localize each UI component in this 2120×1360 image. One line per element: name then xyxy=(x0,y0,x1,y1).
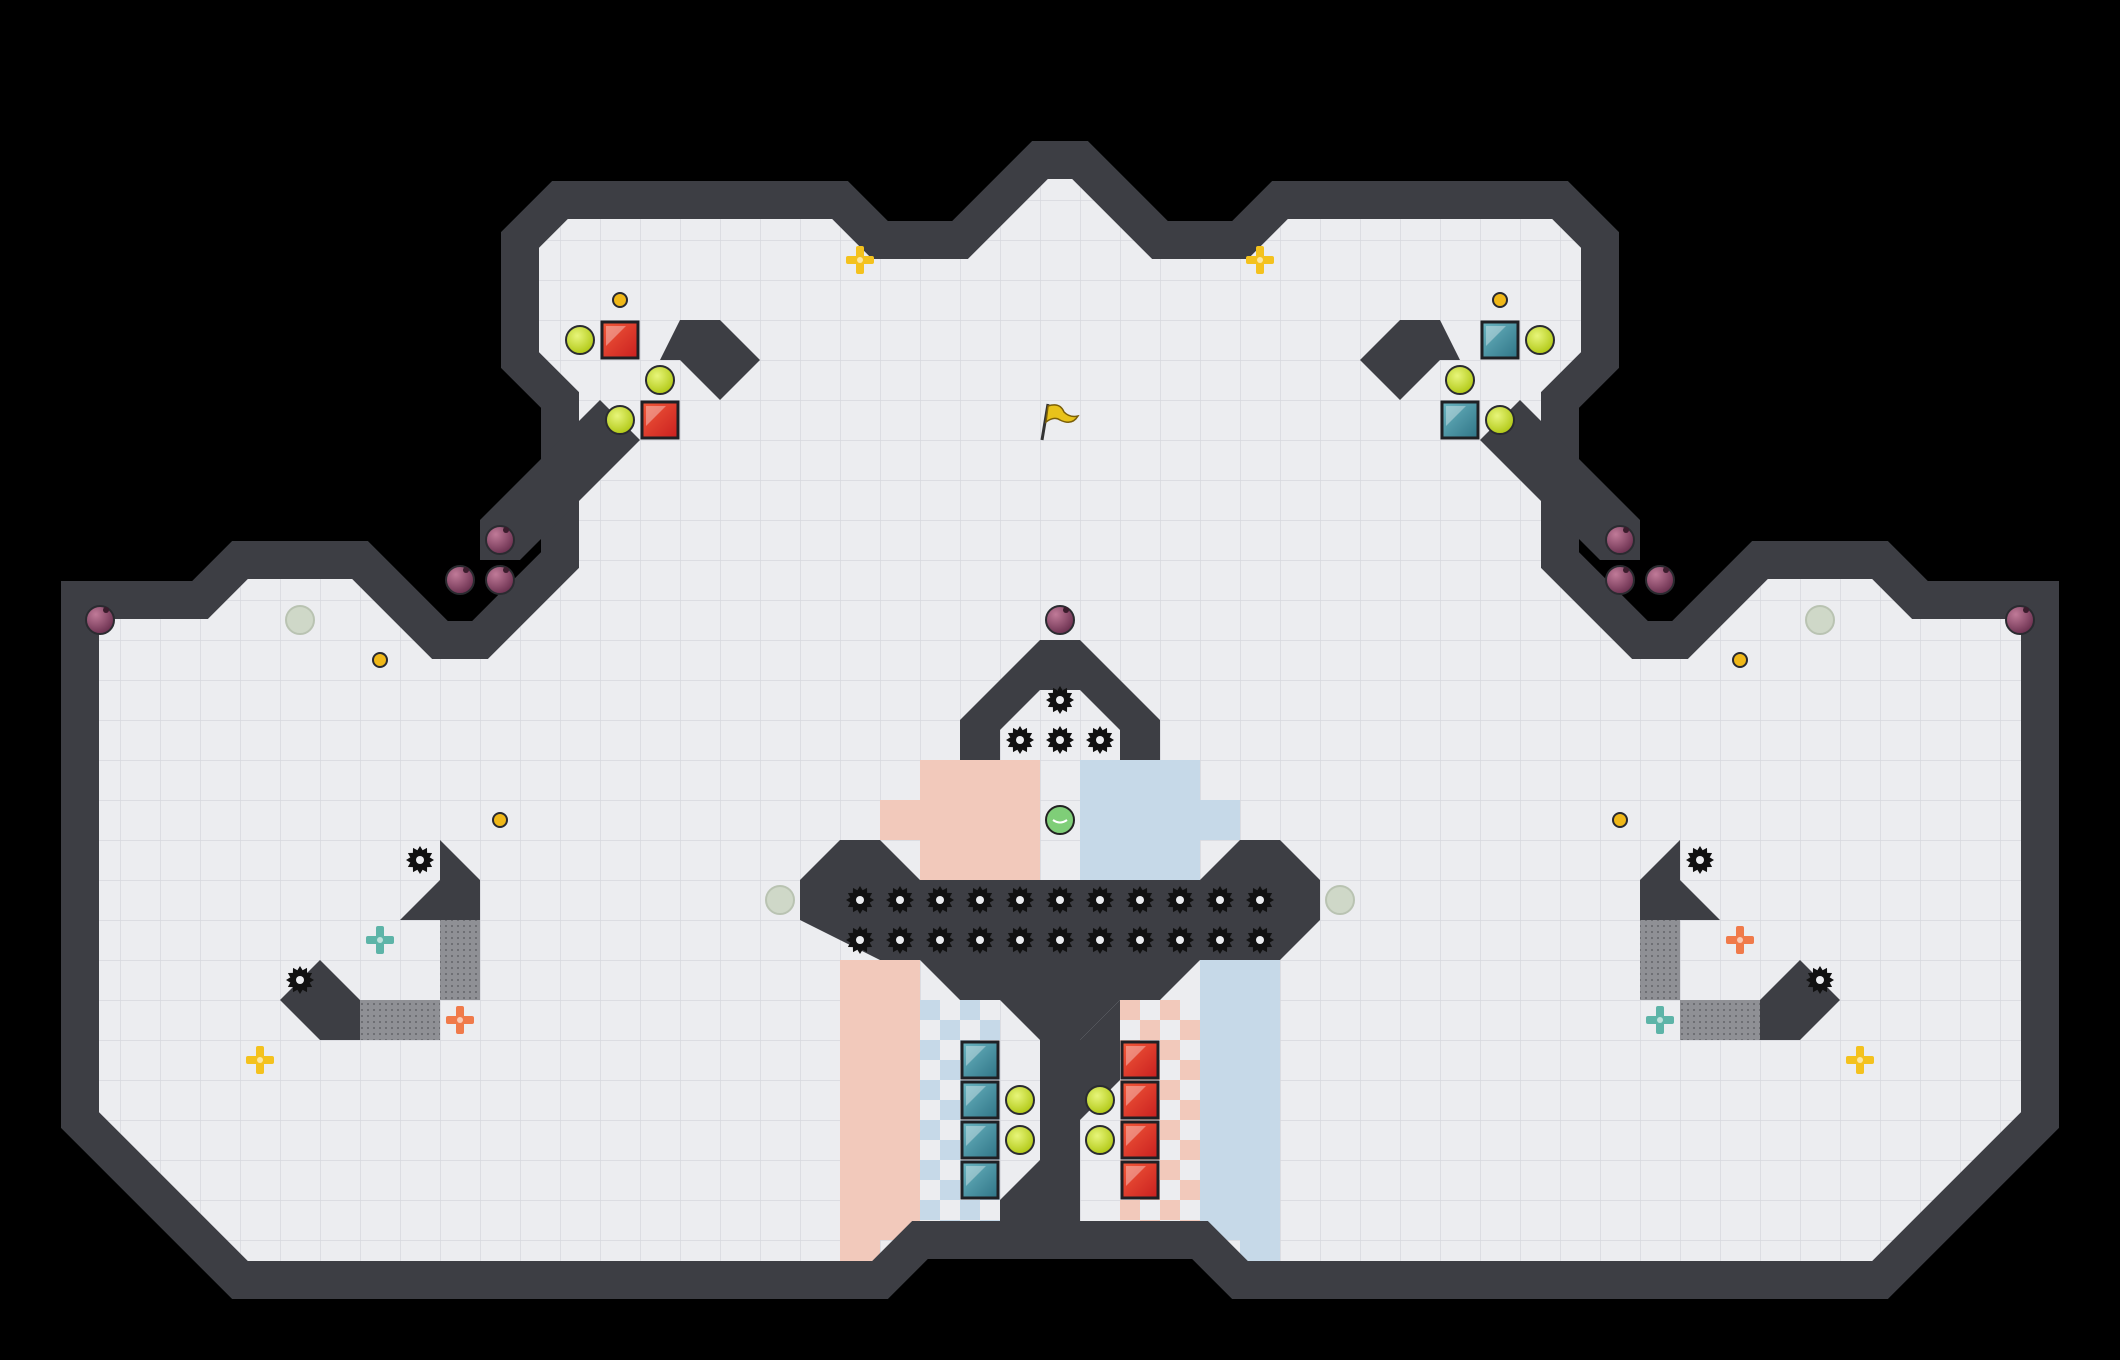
saw-icon xyxy=(1806,966,1834,994)
cross-pickup-icon xyxy=(446,1006,474,1034)
red-crate-icon xyxy=(1120,1160,1160,1200)
blue-zone xyxy=(920,760,1280,1280)
coin-icon xyxy=(1612,812,1628,828)
teal-crate-icon xyxy=(960,1120,1000,1160)
saw-icon xyxy=(1046,886,1074,914)
red-crate-icon xyxy=(640,400,680,440)
cross-pickup-icon xyxy=(1846,1046,1874,1074)
lime-orb-icon xyxy=(1485,405,1515,435)
saw-icon xyxy=(286,966,314,994)
coin-icon xyxy=(612,292,628,308)
teal-crate-icon xyxy=(960,1160,1000,1200)
teal-crate-icon xyxy=(960,1040,1000,1080)
red-crate-icon xyxy=(1120,1040,1160,1080)
saw-icon xyxy=(1206,886,1234,914)
saw-icon xyxy=(1086,926,1114,954)
plum-ball-icon xyxy=(2005,605,2035,635)
plum-ball-icon xyxy=(85,605,115,635)
plum-ball-icon xyxy=(485,525,515,555)
coin-icon xyxy=(1492,292,1508,308)
saw-icon xyxy=(1046,926,1074,954)
lime-orb-icon xyxy=(1525,325,1555,355)
lime-orb-icon xyxy=(565,325,595,355)
lime-orb-icon xyxy=(1085,1125,1115,1155)
coin-icon xyxy=(1732,652,1748,668)
plum-ball-icon xyxy=(1645,565,1675,595)
ghost-orb-icon xyxy=(765,885,795,915)
saw-icon xyxy=(1086,886,1114,914)
grate-tiles xyxy=(360,920,1760,1040)
plum-ball-icon xyxy=(485,565,515,595)
cross-pickup-icon xyxy=(1246,246,1274,274)
plum-ball-icon xyxy=(445,565,475,595)
lime-orb-icon xyxy=(645,365,675,395)
plum-ball-icon xyxy=(1605,525,1635,555)
cross-pickup-icon xyxy=(366,926,394,954)
saw-icon xyxy=(1206,926,1234,954)
green-ball-icon[interactable] xyxy=(1045,805,1075,835)
lime-orb-icon xyxy=(605,405,635,435)
ghost-orb-icon xyxy=(285,605,315,635)
ghost-orb-icon xyxy=(1325,885,1355,915)
saw-icon xyxy=(966,926,994,954)
saw-icon xyxy=(1126,886,1154,914)
saw-icon xyxy=(966,886,994,914)
cross-pickup-icon xyxy=(246,1046,274,1074)
saw-icon xyxy=(926,886,954,914)
teal-crate-icon xyxy=(960,1080,1000,1120)
lime-orb-icon xyxy=(1005,1125,1035,1155)
lime-orb-icon xyxy=(1445,365,1475,395)
red-crate-icon xyxy=(600,320,640,360)
saw-icon xyxy=(1166,886,1194,914)
lime-orb-icon xyxy=(1005,1085,1035,1115)
teal-crate-icon xyxy=(1440,400,1480,440)
teal-crate-icon xyxy=(1480,320,1520,360)
plum-ball-icon xyxy=(1045,605,1075,635)
saw-icon xyxy=(1006,726,1034,754)
ghost-orb-icon xyxy=(1805,605,1835,635)
saw-icon xyxy=(1166,926,1194,954)
saw-icon xyxy=(886,926,914,954)
red-crate-icon xyxy=(1120,1120,1160,1160)
cross-pickup-icon xyxy=(846,246,874,274)
saw-icon xyxy=(1686,846,1714,874)
saw-icon xyxy=(406,846,434,874)
saw-icon xyxy=(1046,686,1074,714)
saw-icon xyxy=(1046,726,1074,754)
coin-icon xyxy=(492,812,508,828)
saw-icon xyxy=(846,926,874,954)
saw-icon xyxy=(1126,926,1154,954)
saw-group xyxy=(286,686,1834,994)
lime-orb-icon xyxy=(1085,1085,1115,1115)
saw-icon xyxy=(1246,886,1274,914)
saw-icon xyxy=(886,886,914,914)
saw-icon xyxy=(926,926,954,954)
red-crate-icon xyxy=(1120,1080,1160,1120)
cross-pickup-icon xyxy=(1646,1006,1674,1034)
saw-icon xyxy=(1006,886,1034,914)
flag-icon xyxy=(1040,403,1080,441)
item-group xyxy=(85,246,2035,1200)
coin-icon xyxy=(372,652,388,668)
plum-ball-icon xyxy=(1605,565,1635,595)
cross-pickup-icon xyxy=(1726,926,1754,954)
saw-icon xyxy=(846,886,874,914)
saw-icon xyxy=(1246,926,1274,954)
saw-icon xyxy=(1006,926,1034,954)
saw-icon xyxy=(1086,726,1114,754)
